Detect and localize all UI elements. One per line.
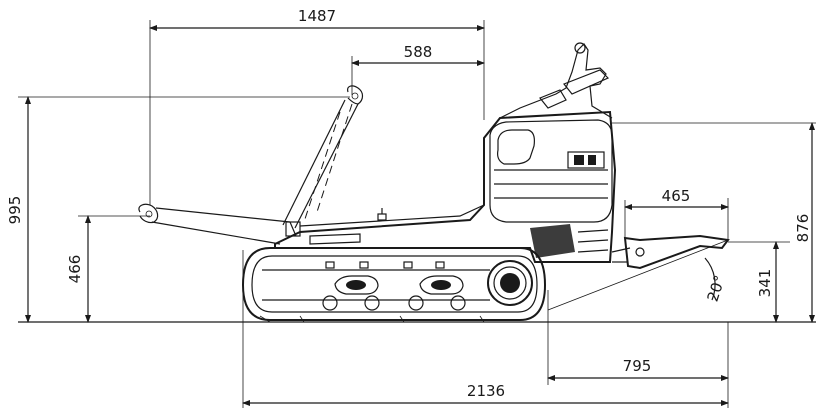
- dim-top-width: 1487: [149, 7, 485, 205]
- dim-label-blade-height: 341: [756, 269, 774, 298]
- dim-left-height: 995: [6, 96, 350, 323]
- dim-label-blade-angle: 20°: [704, 273, 729, 304]
- dim-label-arm-offset: 588: [404, 43, 433, 61]
- dim-arm-offset: 588: [351, 43, 485, 95]
- dim-label-bottom-reach: 795: [623, 357, 652, 375]
- operator-controls: [499, 42, 613, 119]
- dim-label-right-height: 876: [794, 214, 812, 243]
- dim-front-reach: 465: [624, 187, 729, 240]
- dim-overall-length: 2136: [242, 250, 729, 408]
- lift-arm-raised: [282, 85, 364, 229]
- dim-label-arm-low-height: 466: [66, 255, 84, 284]
- dim-bottom-reach: 795: [547, 290, 729, 408]
- machine-outline: [138, 42, 730, 323]
- dim-label-top-width: 1487: [298, 7, 336, 25]
- engine-housing: [489, 119, 613, 258]
- front-blade: [611, 234, 730, 270]
- dim-blade-angle: 20°: [547, 239, 729, 311]
- lift-arm-lowered: [138, 203, 301, 245]
- dim-right-height: 876: [612, 122, 816, 323]
- dim-label-overall-length: 2136: [467, 382, 505, 400]
- dim-arm-low-height: 466: [66, 215, 150, 323]
- dim-label-left-height: 995: [6, 196, 24, 225]
- crawler-track: [241, 247, 547, 323]
- dim-blade-height: 341: [728, 241, 790, 323]
- dim-label-front-reach: 465: [662, 187, 691, 205]
